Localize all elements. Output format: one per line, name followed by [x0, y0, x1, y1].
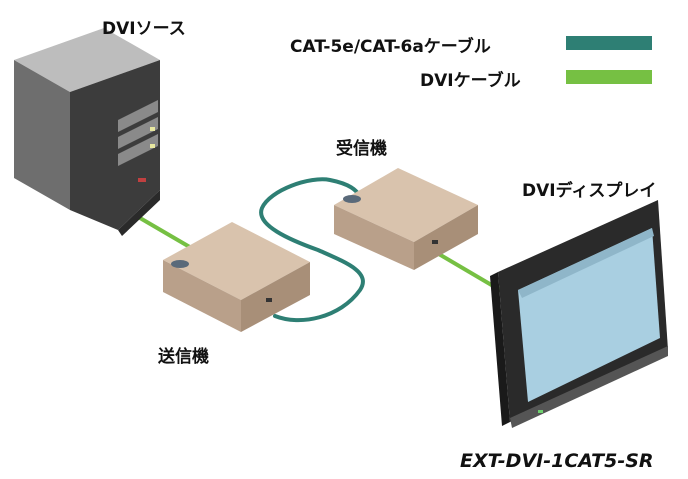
extender-box-icon — [334, 168, 478, 270]
dvi-cable-display — [430, 248, 502, 292]
transmitter-label: 送信機 — [158, 347, 209, 367]
legend-swatch-cat — [566, 36, 652, 50]
cat-cable — [259, 177, 365, 323]
legend-swatch-dvi — [566, 70, 652, 84]
legend-label-cat: CAT-5e/CAT-6aケーブル — [290, 37, 491, 57]
extender-box-icon — [163, 222, 310, 332]
source-label: DVIソース — [102, 19, 186, 39]
pc-tower-icon — [14, 28, 160, 236]
legend-label-dvi: DVIケーブル — [420, 71, 521, 91]
model-name: EXT-DVI-1CAT5-SR — [460, 450, 654, 472]
display-label: DVIディスプレイ — [522, 181, 657, 201]
monitor-icon — [490, 200, 668, 428]
receiver-label: 受信機 — [336, 139, 387, 159]
